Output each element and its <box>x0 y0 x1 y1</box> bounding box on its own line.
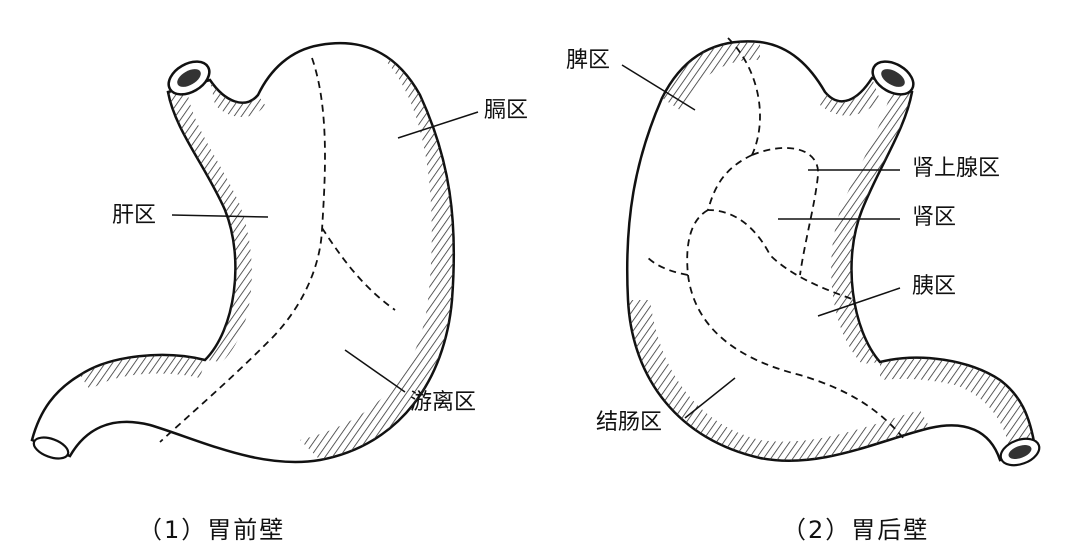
label-kidney-region: 肾区 <box>912 205 957 230</box>
label-pancreas-region: 胰区 <box>912 274 957 299</box>
boundary-free <box>321 227 396 311</box>
esophagus-lumen-icon <box>881 69 905 87</box>
stomach-anterior <box>30 41 479 464</box>
label-adrenal-region: 肾上腺区 <box>912 156 1001 181</box>
boundary-colon <box>687 274 906 441</box>
leader-diaphragm <box>397 111 479 139</box>
boundary-pancreas <box>644 209 709 277</box>
caption-posterior: （2）胃后壁 <box>782 516 930 544</box>
leader-liver <box>171 214 269 218</box>
boundary-kidney <box>706 154 856 301</box>
pylorus-lumen-icon <box>1008 445 1032 459</box>
label-diaphragm-region: 膈区 <box>484 98 529 123</box>
leader-pancreas <box>817 287 901 317</box>
label-colon-region: 结肠区 <box>596 410 663 435</box>
label-liver-region: 肝区 <box>112 203 157 228</box>
pylorus-opening-icon <box>32 436 70 460</box>
boundary-liver <box>159 57 326 443</box>
label-spleen-region: 脾区 <box>566 48 611 73</box>
esophagus-lumen-icon <box>177 69 201 87</box>
leader-free <box>344 349 406 393</box>
stomach-posterior <box>621 37 1041 467</box>
label-free-region: 游离区 <box>410 390 477 415</box>
boundary-spleen <box>727 37 761 156</box>
caption-anterior: （1）胃前壁 <box>138 516 286 544</box>
leader-colon <box>684 377 736 419</box>
leader-spleen <box>621 64 696 111</box>
